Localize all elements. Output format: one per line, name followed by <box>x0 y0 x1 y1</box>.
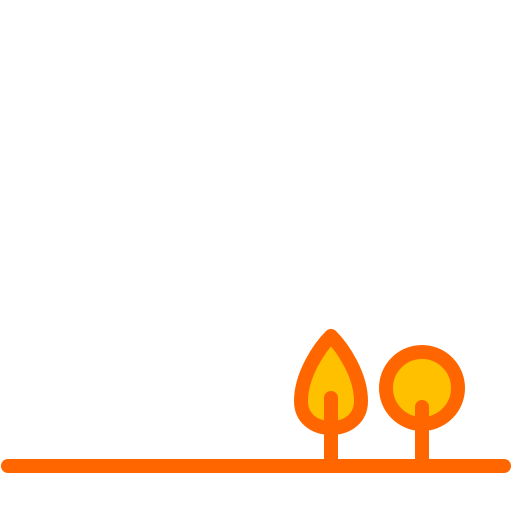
round-tree-icon <box>379 345 465 473</box>
cypress-tree-icon <box>294 329 368 473</box>
